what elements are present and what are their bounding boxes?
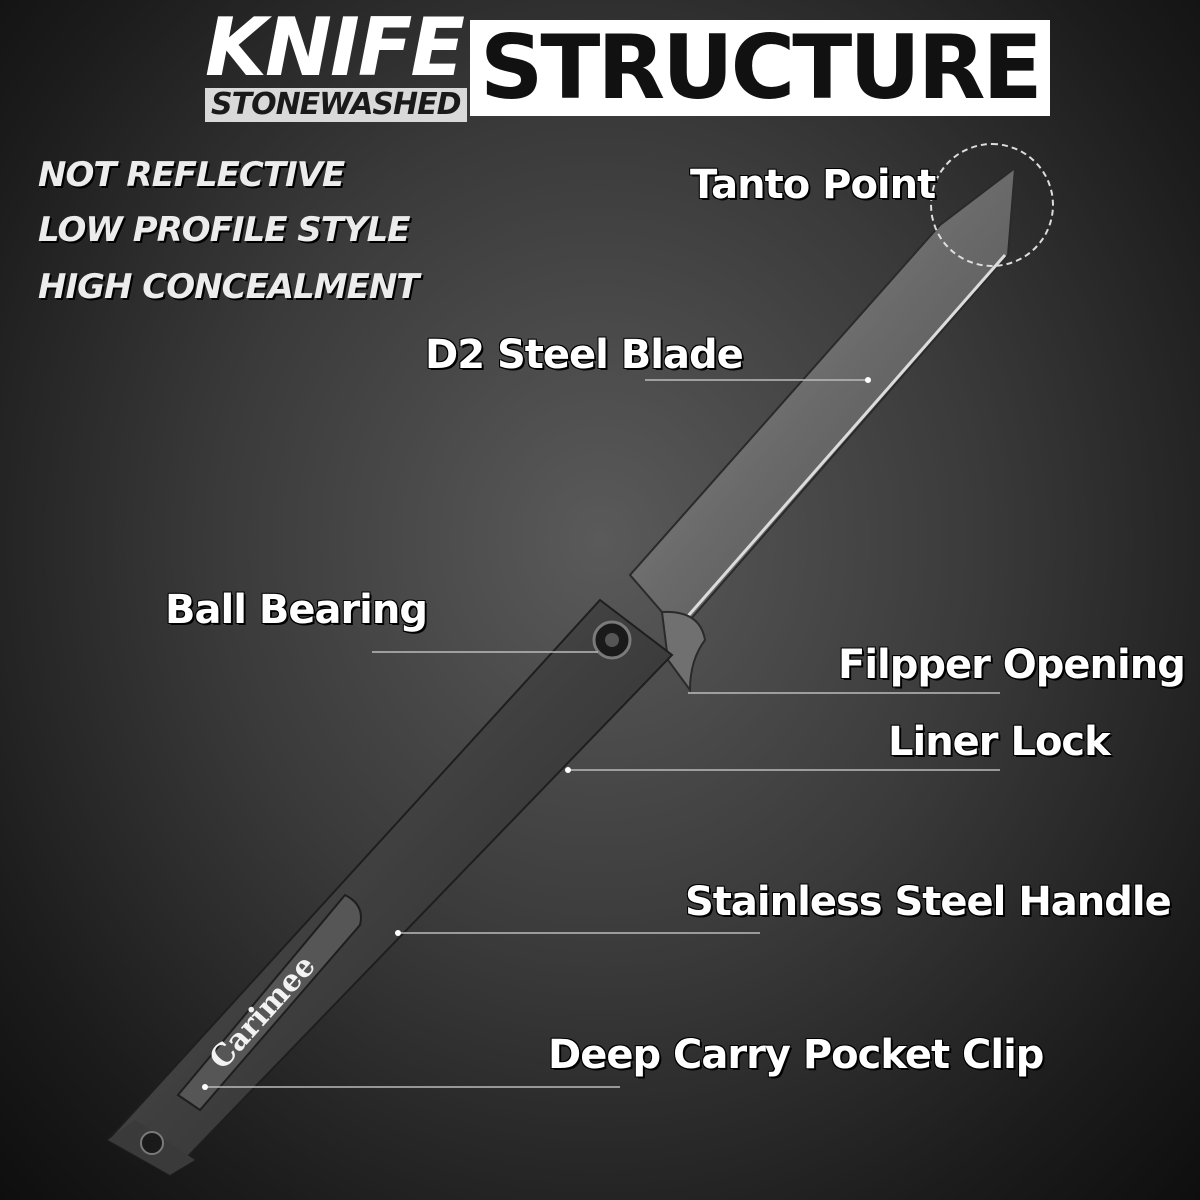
tanto-point-callout-circle [930,143,1054,267]
pocket-clip [176,893,362,1112]
feature-high-concealment: HIGH CONCEALMENT [38,267,419,307]
pivot-screw-center [605,633,619,647]
leader-dot-clip [202,1084,208,1090]
label-deep-carry-pocket-clip: Deep Carry Pocket Clip [548,1032,1044,1078]
label-stainless-steel-handle: Stainless Steel Handle [685,879,1172,925]
blade-edge-highlight [686,254,1007,617]
label-ball-bearing: Ball Bearing [165,587,428,633]
feature-low-profile: LOW PROFILE STYLE [38,210,410,250]
label-tanto-point: Tanto Point [690,162,936,208]
feature-not-reflective: NOT REFLECTIVE [38,155,345,195]
label-flipper-opening: Filpper Opening [838,642,1186,688]
flipper-tab [660,610,707,694]
leader-dot-blade [865,377,871,383]
title-structure: STRUCTURE [470,20,1050,116]
leader-dot-handle [395,930,401,936]
label-liner-lock: Liner Lock [888,719,1111,765]
title-stonewashed: STONEWASHED [205,88,467,122]
rear-screw [140,1131,164,1155]
label-d2-steel-blade: D2 Steel Blade [425,332,744,378]
leader-dot-liner [565,767,571,773]
title-knife: KNIFE [205,1,465,94]
